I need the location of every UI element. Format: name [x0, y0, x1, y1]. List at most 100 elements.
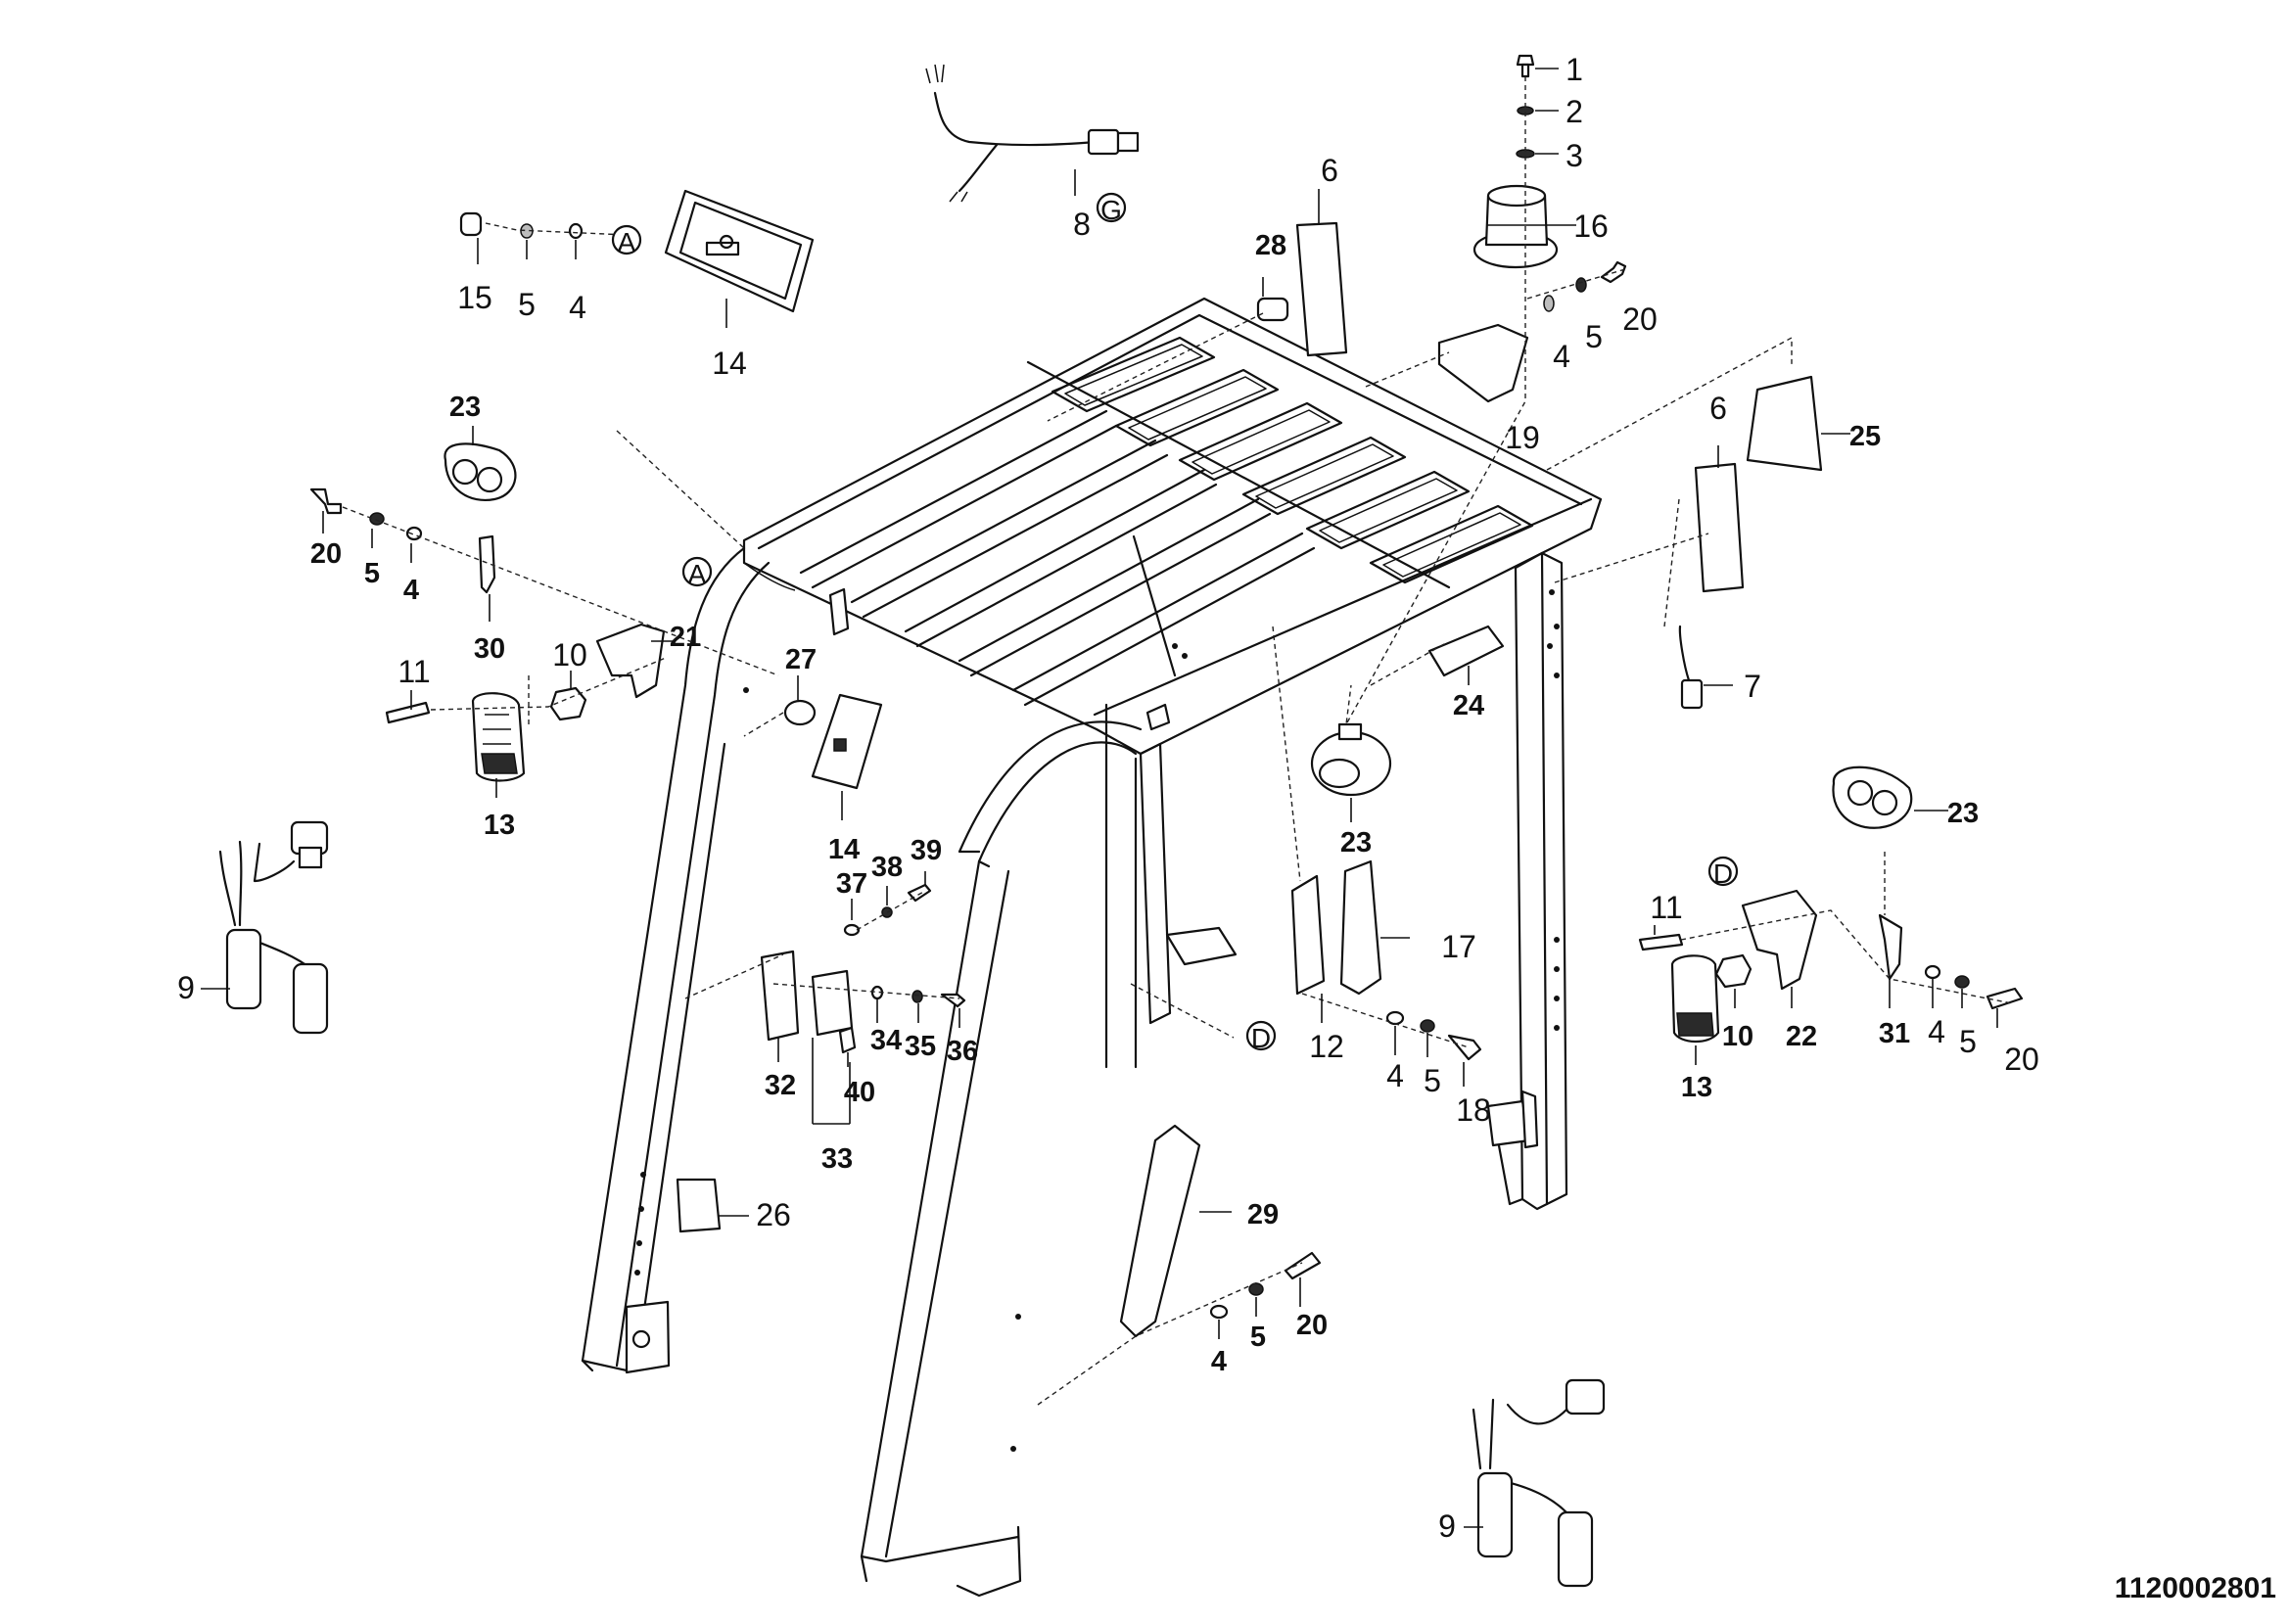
callout-12: 12: [1309, 1029, 1344, 1064]
overhead-guard-frame: [581, 297, 1603, 1598]
callout-20: 20: [1296, 1310, 1328, 1341]
reference-marker-A: A: [688, 559, 707, 589]
part-bolt-20-bottom: [1284, 1251, 1322, 1280]
callout-5: 5: [364, 558, 380, 589]
part-grab-handle-29: [1119, 1124, 1201, 1338]
callout-20: 20: [310, 538, 342, 570]
part-washer-5-left: [369, 512, 385, 526]
callout-19: 19: [1505, 420, 1540, 455]
callout-4: 4: [1386, 1058, 1404, 1093]
part-marker-light-6-lower: [1694, 462, 1745, 593]
callout-13: 13: [1681, 1072, 1712, 1103]
reference-marker-circles: [611, 192, 1739, 1051]
callout-23: 23: [449, 392, 481, 423]
part-screw-1: [1516, 54, 1535, 78]
callout-9: 9: [177, 970, 195, 1005]
part-work-light-14-top: [664, 189, 815, 313]
callout-11: 11: [397, 654, 430, 689]
part-washer-4: [1543, 295, 1555, 312]
reference-marker-D: D: [1251, 1023, 1271, 1053]
callout-25: 25: [1849, 421, 1881, 452]
callout-5: 5: [1585, 319, 1603, 354]
part-harness-7: [1678, 625, 1704, 710]
callout-13: 13: [484, 810, 515, 841]
callout-36: 36: [947, 1036, 978, 1067]
part-marker-light-6-top: [1256, 221, 1348, 357]
callout-39: 39: [911, 835, 942, 866]
callout-15: 15: [457, 280, 492, 315]
callout-35: 35: [905, 1031, 936, 1062]
part-washer-37: [843, 923, 861, 937]
callout-34: 34: [870, 1025, 902, 1056]
part-washer-5-right: [1954, 975, 1970, 989]
callout-18: 18: [1456, 1092, 1491, 1128]
part-bolt-20-left: [309, 487, 343, 515]
reference-marker-A: A: [618, 227, 636, 257]
callout-4: 4: [1211, 1346, 1227, 1377]
part-bracket-32: [760, 950, 800, 1042]
callout-11: 11: [1650, 890, 1682, 925]
reference-markers: G A A D D: [618, 195, 1733, 1053]
part-screw-36: [940, 993, 966, 1008]
part-grab-handle-17: [1339, 859, 1382, 996]
callout-8: 8: [1073, 207, 1091, 242]
part-washer-5: [1575, 277, 1587, 293]
callout-14: 14: [828, 834, 860, 865]
part-bolt-11-left: [385, 701, 431, 724]
callout-26: 26: [756, 1197, 791, 1232]
part-work-light-23-left: [444, 442, 517, 594]
part-beacon-16: [1472, 184, 1559, 269]
callout-10: 10: [552, 637, 587, 673]
part-bracket-21: [595, 623, 666, 699]
callout-31: 31: [1879, 1018, 1910, 1049]
callout-38: 38: [871, 852, 903, 883]
callout-21: 21: [670, 622, 701, 653]
part-bracket-19: [1437, 323, 1529, 403]
part-pad-33: [811, 969, 854, 1037]
callout-4: 4: [403, 575, 419, 606]
part-bracket-31: [1878, 913, 1903, 981]
part-clip-26: [676, 1178, 722, 1233]
part-bolt-11-right: [1638, 933, 1684, 951]
part-reverse-light-25: [1746, 375, 1823, 472]
part-washer-4-top: [568, 222, 584, 240]
part-work-light-23-center: [1310, 722, 1392, 797]
callout-9: 9: [1438, 1508, 1456, 1544]
callout-23: 23: [1340, 827, 1372, 858]
part-harness-8: [925, 64, 1140, 203]
callout-32: 32: [765, 1070, 796, 1101]
callout-1: 1: [1566, 52, 1583, 87]
part-lamp-13-right: [1670, 954, 1720, 1044]
callout-37: 37: [836, 868, 867, 900]
callout-20: 20: [1622, 302, 1658, 337]
callout-24: 24: [1453, 690, 1484, 721]
callout-3: 3: [1566, 138, 1583, 173]
callout-4: 4: [1928, 1014, 1945, 1049]
callout-5: 5: [1959, 1024, 1977, 1059]
callout-28: 28: [1255, 230, 1286, 261]
callout-27: 27: [785, 644, 817, 675]
assembly-lines: [342, 76, 2013, 1406]
callout-16: 16: [1573, 209, 1609, 244]
part-bolt-18: [1447, 1034, 1482, 1061]
callout-6: 6: [1321, 153, 1338, 188]
part-cap-15: [459, 211, 483, 237]
callout-20: 20: [2004, 1042, 2039, 1077]
part-washer-5-mid: [1420, 1019, 1435, 1033]
part-washer-38: [881, 906, 893, 918]
callout-2: 2: [1566, 94, 1583, 129]
part-washer-5-bottom: [1248, 1282, 1264, 1296]
part-washer-4-bottom: [1209, 1304, 1229, 1320]
reference-marker-G: G: [1100, 195, 1122, 225]
reference-marker-D: D: [1713, 858, 1733, 889]
part-bracket-22: [1741, 889, 1818, 991]
part-work-light-14-lower: [811, 693, 883, 790]
callout-17: 17: [1441, 929, 1476, 964]
callout-5: 5: [518, 287, 536, 322]
part-nut-10-right: [1714, 953, 1753, 989]
part-harness-9-bottom: [1472, 1378, 1606, 1588]
part-bracket-12: [1290, 874, 1326, 996]
